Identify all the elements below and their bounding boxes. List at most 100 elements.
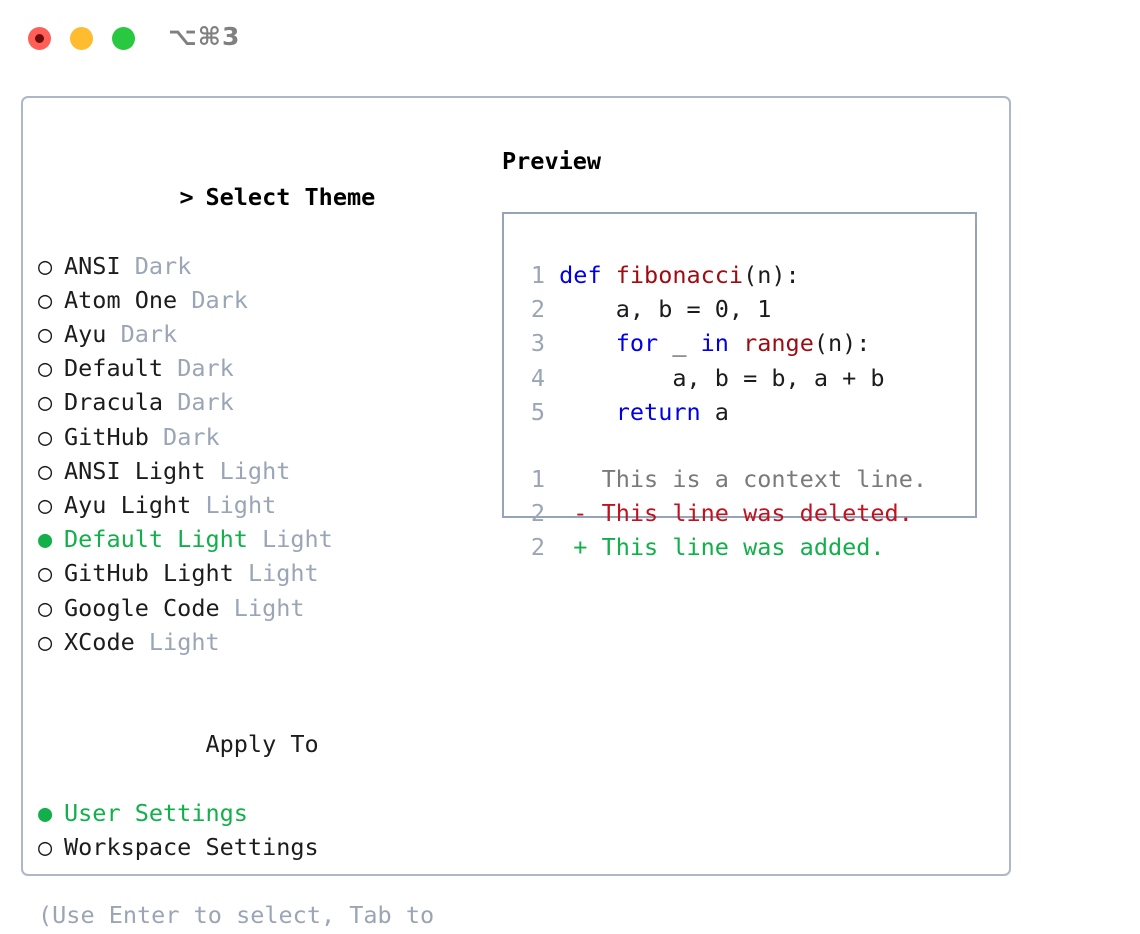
diff-line-number: 1 bbox=[530, 465, 545, 493]
theme-name: ANSI Light bbox=[64, 456, 206, 485]
theme-name: GitHub Light bbox=[64, 559, 234, 588]
theme-list-item[interactable]: ○GitHub Dark bbox=[38, 420, 478, 454]
theme-list-item[interactable]: ● Default Light Light bbox=[38, 522, 478, 556]
preview-column: Preview 1 def fibonacci(n):2 a, b = 0, 1… bbox=[502, 146, 992, 561]
radio-unselected-icon: ○ bbox=[38, 388, 53, 417]
theme-variant-tag: Light bbox=[247, 559, 319, 588]
theme-name: Default bbox=[64, 354, 164, 383]
diff-sample: 1 This is a context line.2 - This line w… bbox=[520, 462, 927, 565]
code-token: def bbox=[559, 261, 616, 289]
theme-name: Default Light bbox=[64, 525, 248, 554]
diff-line-number: 2 bbox=[530, 533, 545, 562]
code-line: 1 def fibonacci(n): bbox=[520, 258, 885, 292]
code-token: _ bbox=[658, 329, 701, 358]
radio-unselected-icon: ○ bbox=[38, 559, 53, 588]
diff-sign: + bbox=[545, 533, 602, 562]
theme-list-item[interactable]: ○Default Dark bbox=[38, 351, 478, 385]
preview-title: Preview bbox=[502, 147, 602, 175]
code-token: a bbox=[700, 397, 729, 426]
theme-list-item[interactable]: ○Ayu Light Light bbox=[38, 488, 478, 522]
code-line: 3 for _ in range(n): bbox=[520, 326, 885, 360]
radio-selected-icon: ● bbox=[38, 525, 53, 554]
code-line-number: 4 bbox=[530, 363, 545, 392]
radio-unselected-icon: ○ bbox=[38, 422, 53, 451]
main-panel: >Select Theme ○ANSI Dark○Atom One Dark○A… bbox=[21, 96, 1011, 929]
code-token bbox=[729, 329, 743, 357]
minimize-button[interactable] bbox=[70, 27, 93, 50]
theme-name: Ayu Light bbox=[64, 491, 192, 520]
apply-to-option[interactable]: ● User Settings bbox=[38, 796, 478, 830]
theme-variant-tag: Light bbox=[148, 627, 220, 656]
diff-line: 1 This is a context line. bbox=[520, 462, 927, 496]
theme-list-item[interactable]: ○ Google Code Light bbox=[38, 591, 478, 625]
theme-variant-tag: Light bbox=[233, 593, 305, 622]
radio-unselected-icon: ○ bbox=[38, 491, 53, 520]
code-token: return bbox=[615, 397, 701, 426]
close-button[interactable] bbox=[28, 27, 51, 50]
diff-line-number: 2 bbox=[530, 499, 545, 528]
radio-unselected-icon: ○ bbox=[38, 593, 53, 622]
theme-name: Dracula bbox=[64, 388, 164, 417]
theme-list-item[interactable]: ○ ANSI Light Light bbox=[38, 454, 478, 488]
apply-to-header-label: Apply To bbox=[205, 730, 319, 759]
code-token: in bbox=[700, 329, 729, 358]
radio-unselected-icon: ○ bbox=[38, 832, 53, 861]
theme-variant-tag: Light bbox=[219, 456, 291, 485]
code-token: a, b = 0, 1 bbox=[559, 295, 772, 324]
diff-text: This is a context line. bbox=[601, 465, 928, 493]
apply-to-option-label: User Settings bbox=[64, 798, 248, 827]
theme-list-item[interactable]: ○Ayu Dark bbox=[38, 317, 478, 351]
theme-variant-tag: Dark bbox=[120, 320, 178, 349]
radio-unselected-icon: ○ bbox=[38, 354, 53, 383]
theme-list-item[interactable]: ○XCode Light bbox=[38, 625, 478, 659]
code-line-number: 5 bbox=[530, 397, 545, 426]
diff-text: This line was deleted. bbox=[601, 499, 913, 528]
code-token: fibonacci bbox=[615, 261, 744, 289]
prompt-caret-icon: > bbox=[179, 183, 194, 212]
code-token: (n): bbox=[813, 329, 871, 358]
theme-variant-tag: Light bbox=[262, 525, 333, 554]
diff-line: 2 + This line was added. bbox=[520, 530, 927, 564]
theme-list-item[interactable]: ○Atom One Dark bbox=[38, 283, 478, 317]
radio-unselected-icon: ○ bbox=[38, 251, 53, 280]
select-theme-header-label: Select Theme bbox=[205, 183, 376, 212]
radio-unselected-icon: ○ bbox=[38, 456, 53, 485]
theme-variant-tag: Dark bbox=[191, 285, 248, 314]
window-controls bbox=[28, 27, 135, 50]
theme-list: ○ANSI Dark○Atom One Dark○Ayu Dark○Defaul… bbox=[38, 249, 478, 659]
code-token: (n): bbox=[743, 261, 800, 289]
radio-unselected-icon: ○ bbox=[38, 285, 53, 314]
maximize-button[interactable] bbox=[112, 27, 135, 50]
code-line: 5 return a bbox=[520, 395, 885, 429]
radio-unselected-icon: ○ bbox=[38, 320, 53, 349]
theme-variant-tag: Dark bbox=[163, 422, 220, 451]
window-title: ⌥⌘3 bbox=[168, 22, 241, 51]
code-line-number: 3 bbox=[530, 329, 545, 358]
apply-to-option-label: Workspace Settings bbox=[64, 832, 319, 861]
code-line: 4 a, b = b, a + b bbox=[520, 361, 885, 395]
diff-sign bbox=[545, 465, 602, 493]
apply-to-option[interactable]: ○ Workspace Settings bbox=[38, 830, 478, 864]
theme-list-item[interactable]: ○ Dracula Dark bbox=[38, 385, 478, 419]
code-token bbox=[559, 329, 616, 357]
theme-variant-tag: Dark bbox=[177, 388, 234, 417]
diff-sign: - bbox=[545, 499, 602, 528]
keyboard-hint: (Use Enter to select, Tab to change focu… bbox=[38, 901, 435, 930]
theme-picker-column: >Select Theme ○ANSI Dark○Atom One Dark○A… bbox=[38, 146, 478, 934]
theme-variant-tag: Dark bbox=[134, 251, 192, 280]
radio-selected-icon: ● bbox=[38, 798, 53, 827]
theme-name: Google Code bbox=[64, 593, 220, 622]
title-bar: ⌥⌘3 bbox=[0, 0, 1140, 78]
theme-list-item[interactable]: ○ GitHub Light Light bbox=[38, 556, 478, 590]
diff-line: 2 - This line was deleted. bbox=[520, 496, 927, 530]
code-token: for bbox=[615, 329, 659, 358]
code-token: range bbox=[743, 329, 814, 358]
apply-to-header: Apply To bbox=[38, 693, 478, 796]
theme-list-item[interactable]: ○ANSI Dark bbox=[38, 249, 478, 283]
code-token bbox=[559, 398, 616, 426]
select-theme-header: > Select Theme bbox=[38, 146, 478, 249]
code-line-number: 2 bbox=[530, 295, 545, 324]
